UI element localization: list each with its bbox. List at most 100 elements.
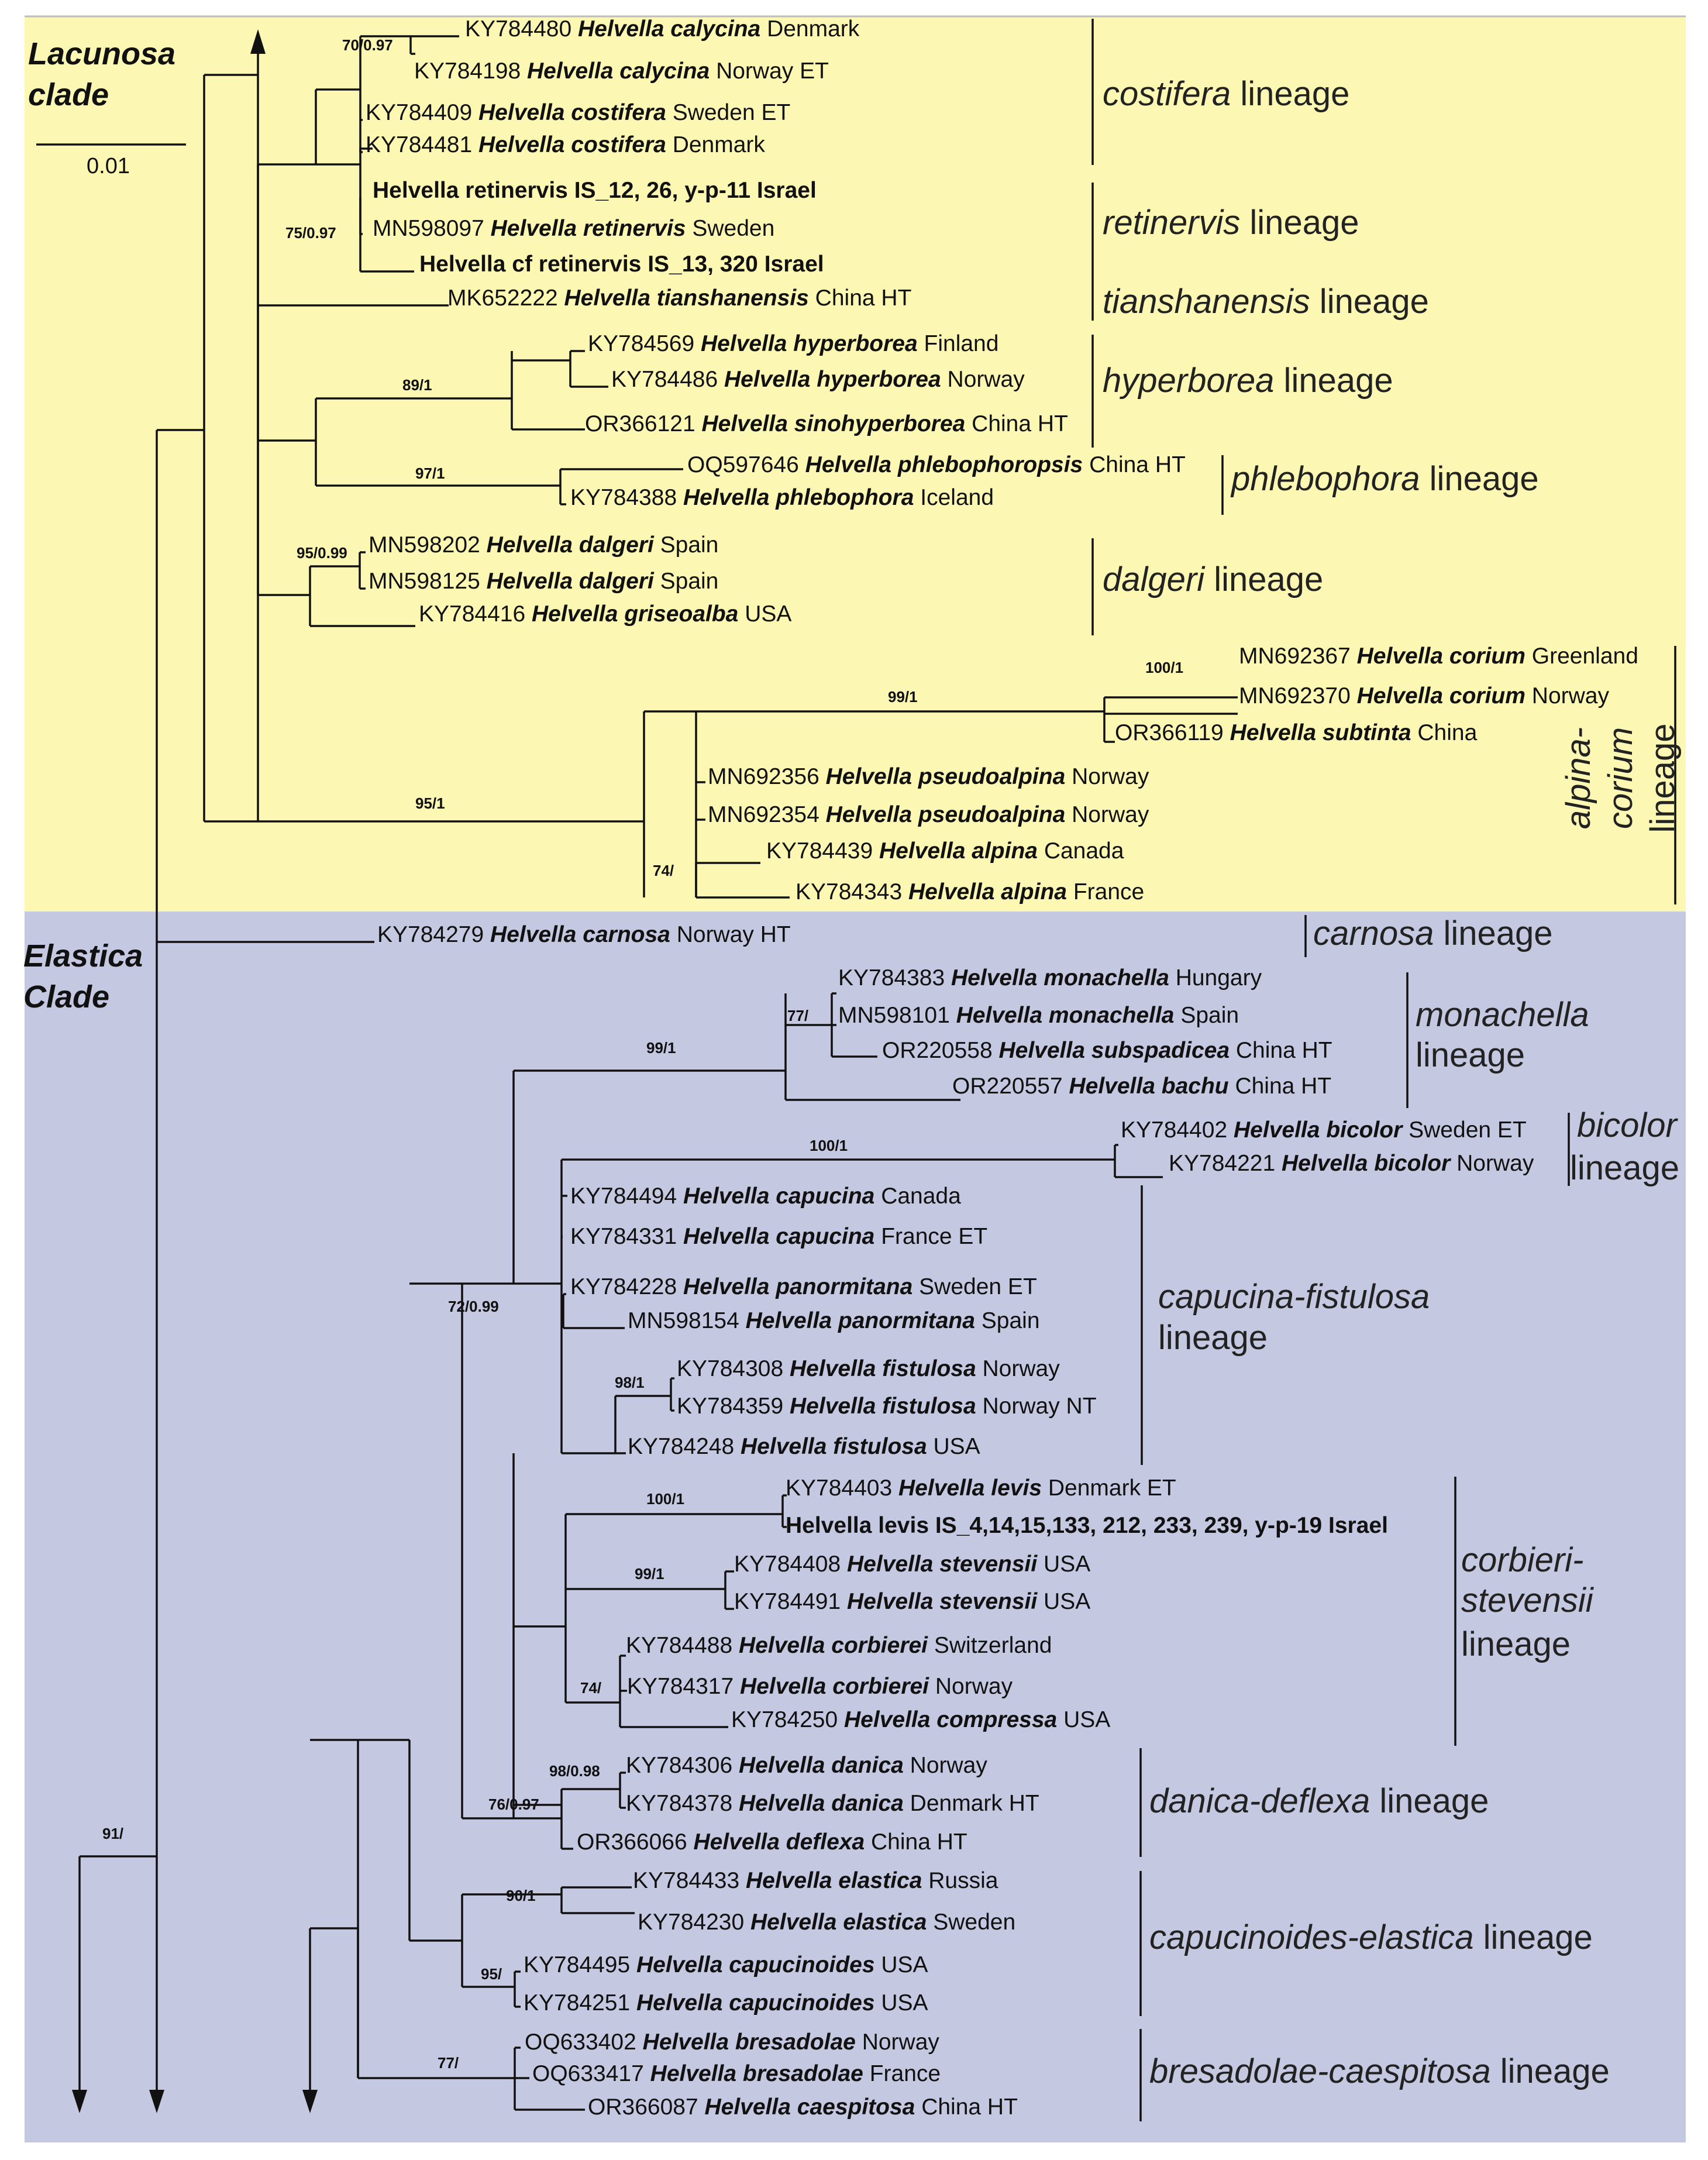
tip-locality: Sweden ET [1402,1117,1526,1143]
tip-accession: KY784403 [786,1475,898,1501]
tip-species: Helvella levis [898,1475,1042,1501]
tip-locality: Denmark HT [904,1791,1039,1816]
tip-accession: MN692370 [1239,683,1357,708]
support-value: 77/ [438,2054,459,2072]
tip-locality: France ET [874,1224,987,1249]
support-value: 99/1 [888,688,918,706]
tip-locality: USA [875,1952,928,1977]
tip-label: KY784230 Helvella elastica Sweden [638,1910,1015,1935]
tip-locality: Canada [874,1184,961,1209]
tip-accession: OR220557 [952,1074,1069,1099]
elastica-clade-subtitle: Clade [23,979,109,1014]
tip-locality: USA [738,601,791,627]
tip-locality: USA [1037,1589,1090,1614]
tip-species: Helvella calycina [527,59,710,84]
tip-species: Helvella tianshanensis [564,286,808,311]
support-value: 90/1 [506,1887,536,1904]
tip-species: Helvella capucinoides [636,1952,875,1977]
tip-locality: Denmark ET [1042,1475,1176,1501]
tip-locality: USA [1037,1552,1090,1577]
support-value: 77/ [787,1007,808,1024]
tip-accession: KY784433 [633,1868,746,1893]
tip-label: OQ597646 Helvella phlebophoropsis China … [687,452,1186,477]
tip-label: KY784416 Helvella griseoalba USA [419,601,791,627]
tip-locality: USA [1057,1707,1110,1732]
tip-species: Helvella phlebophoropsis [805,452,1083,477]
support-value: 100/1 [810,1137,848,1154]
tip-locality: China [1411,720,1478,745]
tip-accession: MN692356 [708,764,826,789]
tip-locality: Norway [929,1674,1013,1699]
lacunosa-clade-title: Lacunosa [28,36,175,71]
support-value: 99/1 [646,1039,676,1057]
tip-accession: OQ633402 [525,2030,643,2055]
tip-accession: OR366121 [585,411,701,436]
arrow-down-icon [149,2090,164,2113]
tip-label: KY784251 Helvella capucinoides USA [524,1990,928,2015]
tip-species: Helvella bachu [1069,1074,1228,1099]
tip-locality: Norway [941,367,1025,392]
tip-label: OQ633402 Helvella bresadolae Norway [525,2030,939,2055]
tip-species: Helvella bresadolae [650,2061,863,2086]
tip-accession: KY784230 [638,1910,750,1935]
tip-locality: Sweden [686,216,775,241]
tip-label: Helvella levis IS_4,14,15,133, 212, 233,… [786,1513,1388,1538]
tip-accession: KY784383 [838,965,951,990]
tip-accession: KY784495 [524,1952,636,1977]
tip-label: KY784480 Helvella calycina Denmark [465,16,860,42]
support-value: 98/0.98 [549,1762,600,1780]
tip-species: Helvella griseoalba [532,601,738,627]
arrow-up-icon [250,29,266,54]
tip-locality: Norway [1450,1151,1534,1176]
tip-species: Helvella cf retinervis IS_13, 320 Israel [419,252,824,277]
tip-species: Helvella phlebophora [683,485,914,510]
tip-label: KY784495 Helvella capucinoides USA [524,1952,928,1977]
tip-species: Helvella fistulosa [790,1356,976,1381]
support-value: 89/1 [402,376,432,394]
tip-label: MN598125 Helvella dalgeri Spain [369,569,718,594]
tip-species: Helvella corium [1357,644,1526,669]
tip-accession: KY784416 [419,601,532,627]
lineage-label: costifera lineage [1103,75,1349,113]
tip-species: Helvella stevensii [847,1589,1038,1614]
lineage-label: dalgeri lineage [1103,560,1323,599]
tip-accession: KY784408 [734,1552,847,1577]
tip-labels: KY784480 Helvella calycina DenmarkKY7841… [366,16,1638,2120]
tip-accession: KY784248 [628,1434,741,1459]
tip-species: Helvella danica [739,1753,904,1778]
tip-locality: Norway [1065,802,1149,827]
tip-label: OR366066 Helvella deflexa China HT [577,1829,967,1855]
tip-species: Helvella corium [1357,683,1526,708]
tip-locality: China HT [1083,452,1186,477]
support-value: 72/0.99 [448,1298,499,1315]
tip-locality: USA [875,1990,928,2015]
lacunosa-clade-subtitle: clade [28,77,109,112]
tip-locality: Sweden ET [666,100,790,125]
tip-label: MN692354 Helvella pseudoalpina Norway [708,802,1149,827]
tip-label: KY784359 Helvella fistulosa Norway NT [677,1394,1097,1419]
tip-species: Helvella monachella [951,965,1169,990]
lineage-label: danica-deflexa lineage [1149,1782,1489,1820]
tip-species: Helvella compressa [844,1707,1057,1732]
tip-species: Helvella elastica [750,1910,927,1935]
lineage-label-rotated: corium [1602,727,1640,829]
tip-species: Helvella deflexa [693,1829,865,1855]
tip-accession: KY784317 [627,1674,740,1699]
tip-label: KY784343 Helvella alpina France [796,879,1144,904]
tip-label: KY784433 Helvella elastica Russia [633,1868,998,1893]
tip-accession: KY784388 [570,485,683,510]
tip-accession: KY784279 [377,922,490,947]
tip-label: KY784481 Helvella costifera Denmark [366,132,765,157]
lineage-label: bicolor [1577,1106,1679,1144]
tip-locality: Spain [654,532,719,558]
tip-label: OR366087 Helvella caespitosa China HT [588,2094,1018,2120]
tip-locality: China HT [1229,1074,1332,1099]
tip-species: Helvella danica [739,1791,904,1816]
lineage-label-rotated: alpina- [1559,727,1597,829]
tip-locality: Norway ET [710,59,829,84]
tip-label: OR220558 Helvella subspadicea China HT [882,1038,1332,1063]
tip-label: Helvella cf retinervis IS_13, 320 Israel [419,252,824,277]
tip-locality: Denmark [760,16,860,42]
tip-locality: Switzerland [928,1633,1052,1658]
